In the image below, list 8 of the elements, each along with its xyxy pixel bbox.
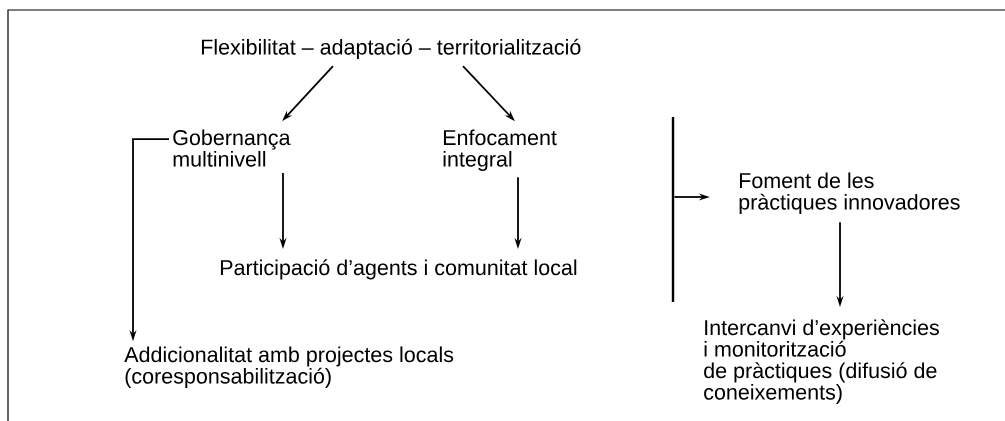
text-label: Participació d’agents i comunitat local	[220, 259, 577, 280]
text-label: Flexibilitat – adaptació – territorialització	[201, 38, 581, 59]
text-label: Enfocament integral	[443, 129, 557, 171]
text-label: Gobernança multinivell	[173, 129, 291, 167]
text-label: Intercanvi d’experiències i monitorització de pràctiques (difusió de coneixements)	[704, 319, 939, 404]
text-label: Foment de les pràctiques innovadores	[739, 172, 960, 214]
vertical-bar	[671, 117, 675, 302]
text-label: Addicionalitat amb projectes locals (coresponsabilització)	[124, 346, 454, 388]
